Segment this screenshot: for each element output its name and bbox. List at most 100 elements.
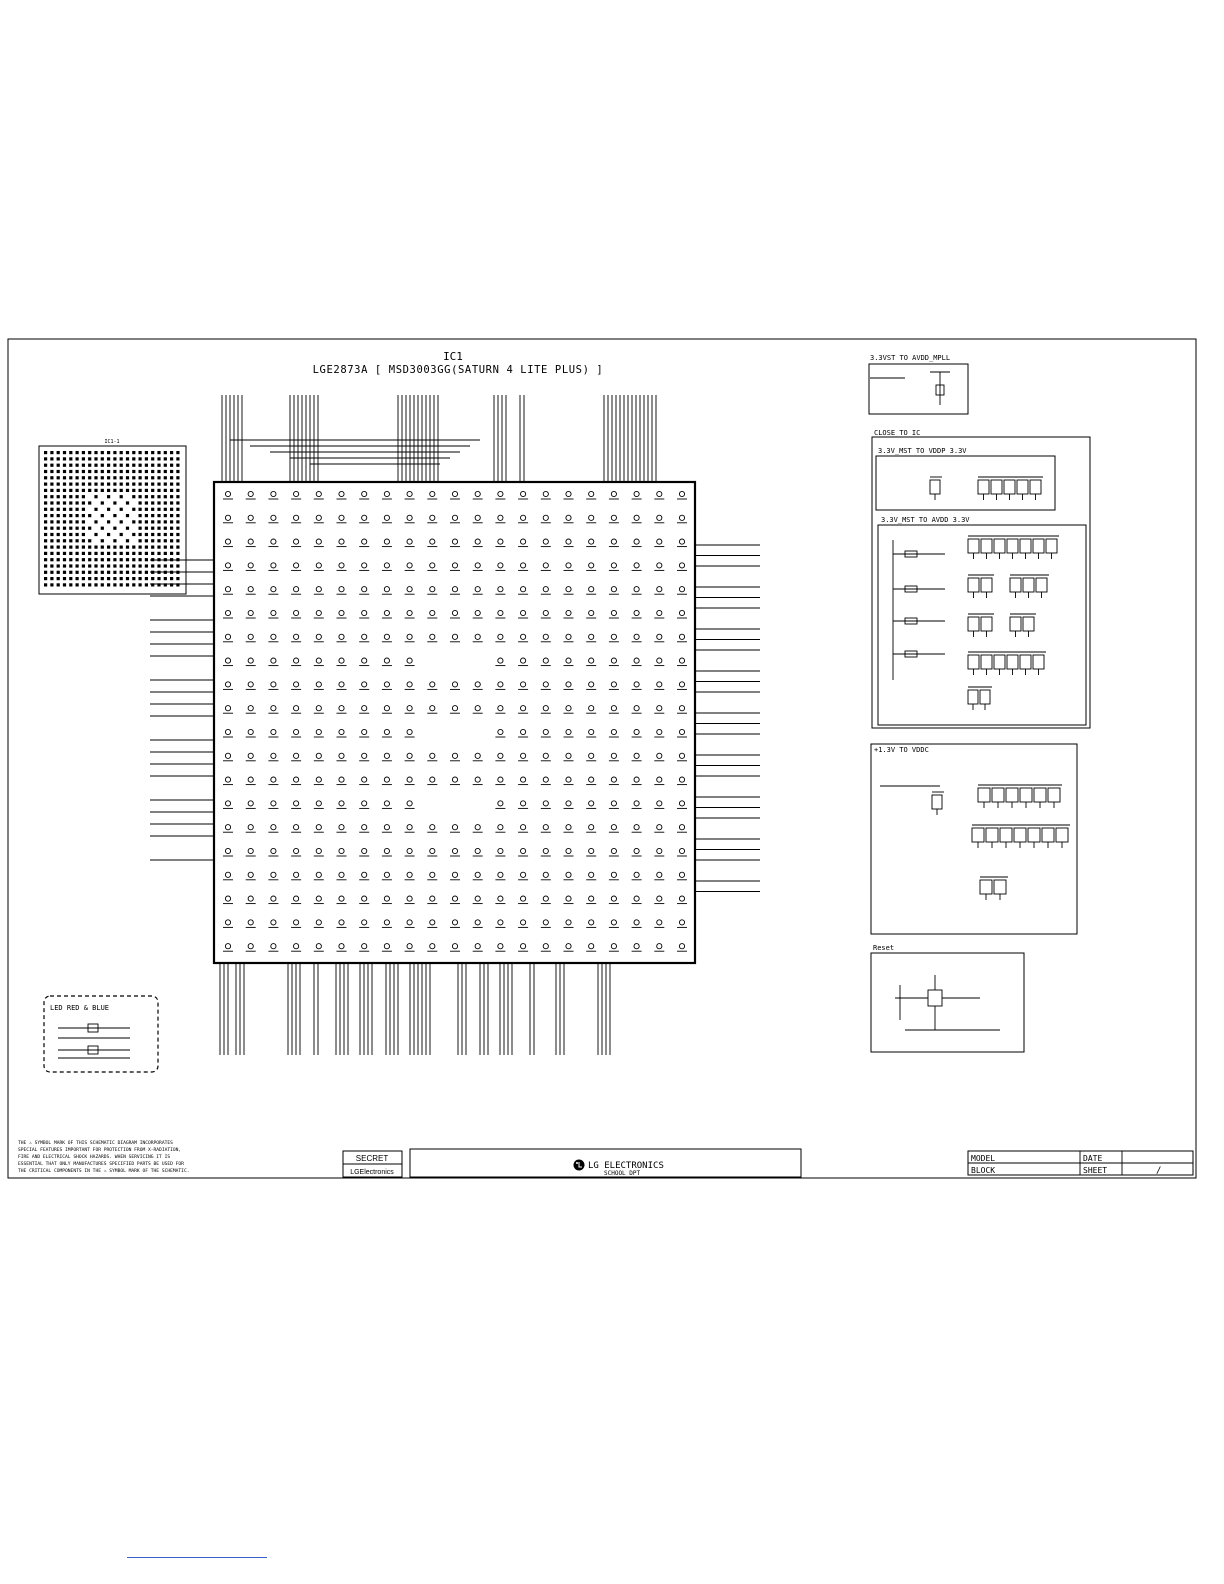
ball-pin bbox=[338, 824, 345, 831]
inset-ball bbox=[75, 476, 79, 480]
inset-ball bbox=[81, 457, 85, 461]
ball-pin bbox=[429, 847, 436, 855]
ball-pin bbox=[565, 752, 572, 759]
inset-ball bbox=[170, 482, 174, 486]
ball-pin bbox=[565, 586, 572, 593]
inset-ball bbox=[157, 476, 161, 480]
ball-pin bbox=[520, 895, 527, 902]
ball-pin bbox=[678, 871, 686, 878]
ball-pin bbox=[520, 609, 527, 617]
ball-pin bbox=[247, 943, 254, 950]
inset-ball bbox=[44, 469, 48, 474]
inset-ball bbox=[100, 457, 104, 461]
inset-ball bbox=[81, 520, 85, 524]
inset-ball bbox=[56, 577, 60, 581]
inset-ball bbox=[81, 501, 85, 505]
ball-pin bbox=[338, 943, 345, 950]
inset-ball bbox=[119, 545, 123, 549]
inset-ball bbox=[94, 451, 98, 455]
ball-pin bbox=[383, 824, 390, 831]
inset-ball bbox=[163, 520, 167, 524]
ball-pin bbox=[474, 776, 481, 783]
inset-ball bbox=[170, 520, 174, 524]
ball-pin bbox=[429, 609, 436, 617]
inset-ball bbox=[81, 488, 85, 492]
ball-pin bbox=[247, 919, 254, 926]
inset-ball bbox=[50, 558, 54, 562]
inset-ball bbox=[176, 551, 180, 555]
inset-ball bbox=[163, 501, 167, 505]
ball-pin bbox=[588, 728, 595, 736]
section-reset-title: Reset bbox=[873, 944, 894, 952]
ball-pin bbox=[678, 562, 686, 569]
ball-pin bbox=[293, 871, 300, 878]
ball-pin bbox=[474, 490, 481, 498]
inset-ball bbox=[144, 463, 148, 467]
ball-pin bbox=[678, 919, 686, 926]
inset-ball bbox=[170, 583, 174, 587]
inset-ball bbox=[157, 507, 161, 511]
ball-pin bbox=[224, 562, 232, 569]
ball-pin bbox=[633, 538, 640, 545]
inset-ball bbox=[88, 476, 92, 480]
ball-pin bbox=[224, 538, 232, 545]
inset-ball bbox=[100, 507, 104, 511]
inset-ball bbox=[132, 469, 136, 474]
ball-pin bbox=[270, 609, 277, 617]
inset-ball bbox=[119, 539, 123, 543]
inset-ball bbox=[100, 526, 104, 530]
ball-pin bbox=[315, 657, 322, 664]
ball-pin bbox=[678, 586, 686, 593]
ball-pin bbox=[406, 633, 413, 640]
capacitor bbox=[1033, 787, 1047, 803]
ball-pin bbox=[338, 657, 345, 664]
inset-ball bbox=[132, 583, 136, 587]
ball-pin bbox=[633, 705, 640, 712]
ball-pin bbox=[656, 752, 663, 759]
inset-ball bbox=[170, 545, 174, 549]
inset-ball bbox=[163, 564, 167, 568]
inset-ball bbox=[94, 545, 98, 549]
inset-ball bbox=[44, 482, 48, 486]
inset-ball bbox=[170, 451, 174, 455]
capacitor bbox=[967, 577, 980, 593]
section-vddc: +1.3V TO VDDC bbox=[870, 743, 1078, 935]
capacitor bbox=[993, 538, 1006, 554]
inset-ball bbox=[119, 488, 123, 492]
inset-ball bbox=[100, 564, 104, 568]
ball-pin bbox=[429, 633, 436, 640]
ball-pin bbox=[315, 490, 322, 498]
ball-pin bbox=[315, 514, 322, 521]
ball-pin bbox=[315, 586, 322, 593]
inset-ball bbox=[100, 476, 104, 480]
ball-pin bbox=[315, 943, 322, 950]
ball-pin bbox=[497, 752, 504, 759]
ball-pin bbox=[678, 847, 686, 855]
ball-pin bbox=[406, 871, 413, 878]
ball-pin bbox=[656, 562, 663, 569]
inset-ball bbox=[144, 558, 148, 562]
inset-ball bbox=[144, 469, 148, 474]
inset-ball bbox=[113, 526, 117, 530]
ball-pin bbox=[406, 728, 413, 736]
ball-pin bbox=[520, 490, 527, 498]
inset-ball bbox=[163, 457, 167, 461]
inset-ball bbox=[75, 495, 79, 499]
inset-ball bbox=[170, 501, 174, 505]
inset-ball bbox=[157, 469, 161, 474]
ball-pin bbox=[542, 895, 549, 902]
inset-ball bbox=[119, 501, 123, 505]
inset-ball bbox=[176, 539, 180, 543]
ball-pin bbox=[383, 752, 390, 759]
ball-pin bbox=[224, 847, 232, 855]
ball-pin bbox=[293, 776, 300, 783]
ball-pin bbox=[542, 490, 549, 498]
inset-ball bbox=[144, 501, 148, 505]
ball-pin bbox=[383, 609, 390, 617]
capacitor bbox=[1022, 577, 1035, 593]
inset-ball bbox=[157, 539, 161, 543]
company-box: LG ELECTRONICS SCHOOL DPT bbox=[409, 1148, 802, 1178]
ball-pin bbox=[247, 824, 254, 831]
ball-pin bbox=[293, 538, 300, 545]
ball-pin bbox=[520, 705, 527, 712]
